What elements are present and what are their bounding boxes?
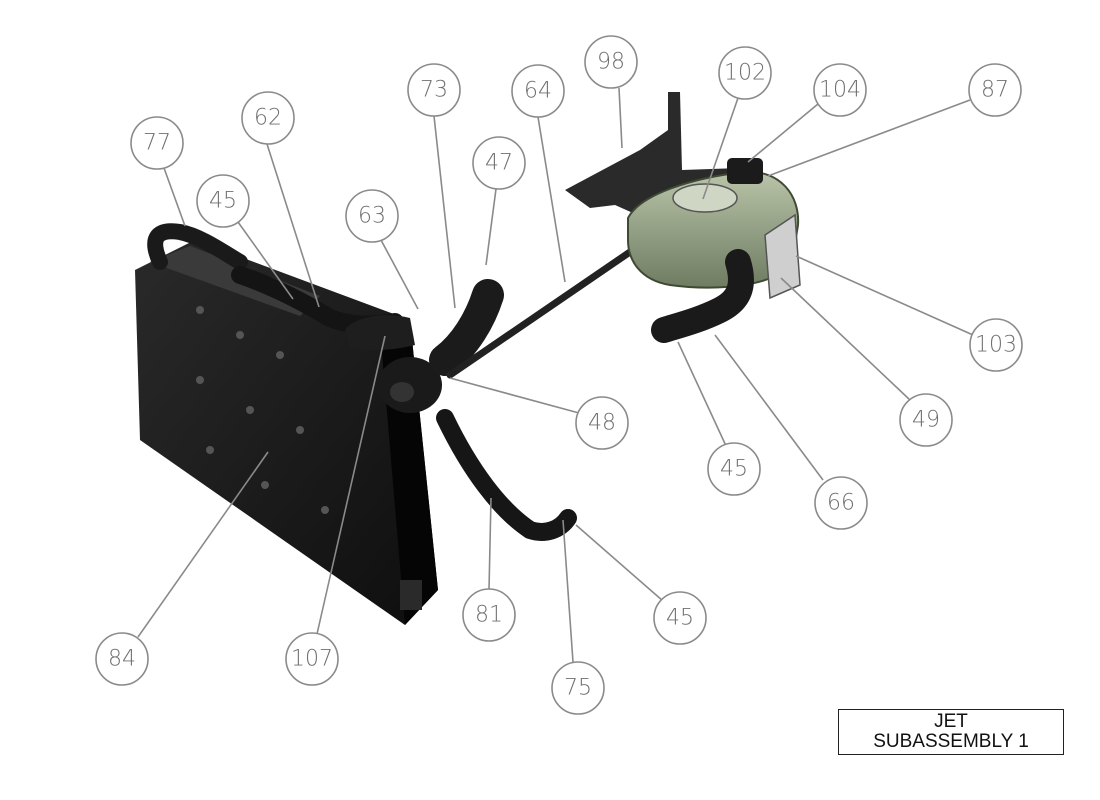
balloon-63: 63 — [345, 189, 399, 243]
svg-text:98: 98 — [597, 50, 625, 75]
hose-73 — [429, 279, 504, 376]
svg-text:45: 45 — [209, 189, 237, 214]
balloon-47: 47 — [472, 136, 526, 190]
title-line-1: JET — [934, 711, 968, 732]
svg-text:75: 75 — [564, 676, 592, 701]
svg-text:107: 107 — [291, 647, 333, 672]
svg-text:103: 103 — [975, 333, 1017, 358]
title-line-2: SUBASSEMBLY 1 — [873, 731, 1029, 752]
balloon-103: 103 — [969, 318, 1023, 372]
svg-text:49: 49 — [912, 408, 940, 433]
svg-text:63: 63 — [358, 204, 386, 229]
balloon-64: 64 — [511, 64, 565, 118]
svg-text:47: 47 — [485, 151, 513, 176]
label-plate-103 — [764, 213, 801, 300]
housing-107 — [345, 315, 442, 413]
balloon-75: 75 — [551, 661, 605, 715]
leader-lines — [137, 87, 974, 663]
svg-text:73: 73 — [420, 78, 448, 103]
balloon-45-a: 45 — [196, 174, 250, 228]
svg-text:45: 45 — [720, 457, 748, 482]
balloon-45-c: 45 — [653, 591, 707, 645]
balloon-45-b: 45 — [707, 442, 761, 496]
svg-text:48: 48 — [588, 411, 616, 436]
balloon-102: 102 — [718, 46, 772, 100]
balloon-73: 73 — [407, 63, 461, 117]
balloon-104: 104 — [813, 63, 867, 117]
hose-81 — [436, 409, 577, 541]
balloon-62: 62 — [241, 91, 295, 145]
svg-text:45: 45 — [666, 606, 694, 631]
balloon-48: 48 — [575, 396, 629, 450]
hose-66 — [651, 249, 754, 343]
svg-text:102: 102 — [724, 61, 766, 86]
balloon-98: 98 — [584, 35, 638, 89]
balloon-49: 49 — [899, 393, 953, 447]
svg-text:64: 64 — [524, 79, 552, 104]
balloon-81: 81 — [462, 588, 516, 642]
svg-text:62: 62 — [254, 106, 282, 131]
hose-77 — [147, 223, 248, 270]
svg-text:77: 77 — [143, 131, 171, 156]
svg-text:81: 81 — [475, 603, 503, 628]
svg-text:87: 87 — [981, 78, 1009, 103]
svg-text:84: 84 — [108, 647, 136, 672]
balloon-87: 87 — [968, 63, 1022, 117]
balloon-84: 84 — [95, 632, 149, 686]
balloon-66: 66 — [814, 476, 868, 530]
balloon-107: 107 — [285, 632, 339, 686]
svg-text:66: 66 — [827, 491, 855, 516]
svg-text:104: 104 — [819, 78, 861, 103]
balloon-77: 77 — [130, 116, 184, 170]
reservoir-tank — [627, 158, 800, 289]
title-block: JET SUBASSEMBLY 1 — [838, 709, 1064, 755]
callout-balloons: 98 102 104 87 73 64 47 62 77 45 63 103 4… — [95, 35, 1023, 715]
